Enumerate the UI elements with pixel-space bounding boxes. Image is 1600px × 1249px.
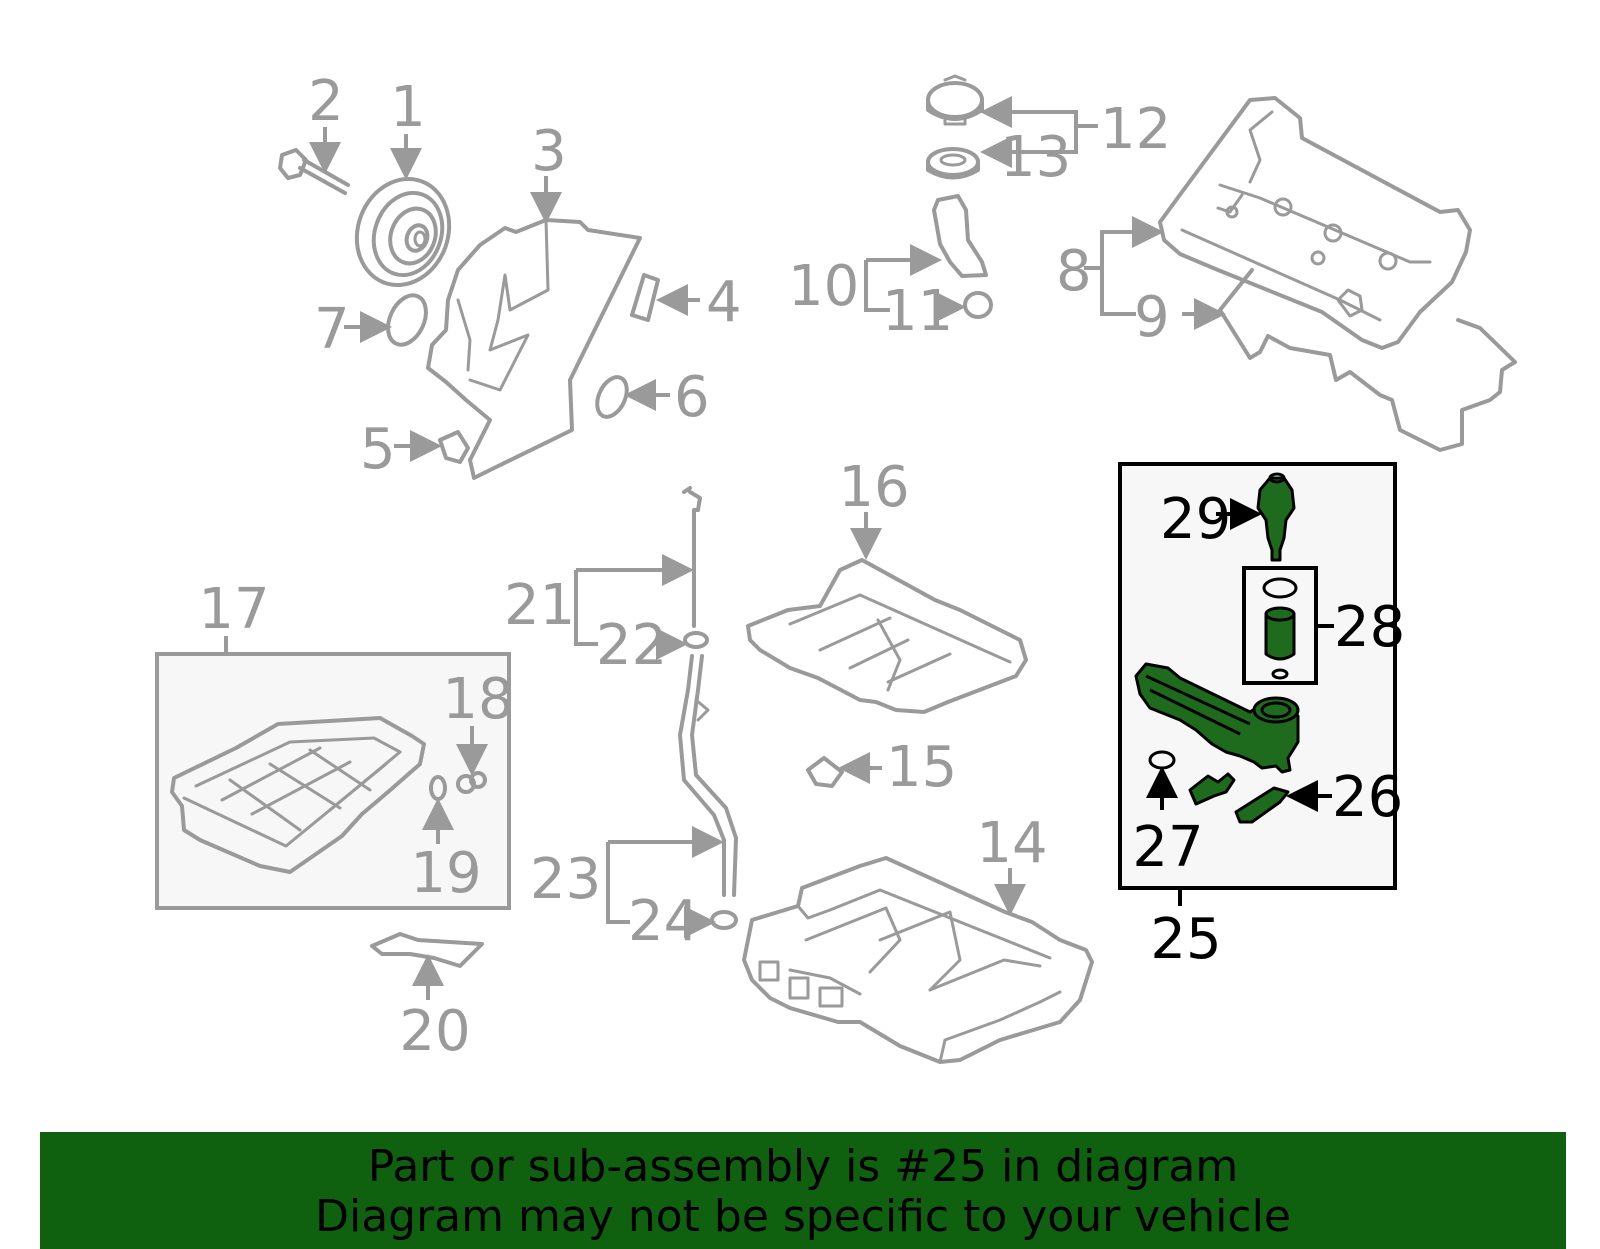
callout-11: 11: [882, 279, 953, 344]
cap-seal-part-13: [926, 147, 980, 180]
oil-filler-cap-part-12: [926, 74, 984, 126]
callout-2: 2: [308, 69, 344, 134]
valve-cover-gasket-part-9: [1218, 268, 1517, 452]
timing-cover-part-3: [426, 218, 642, 480]
callout-9: 9: [1134, 285, 1170, 350]
o-ring-part-24: [710, 910, 738, 930]
seal-part-5: [438, 430, 470, 464]
o-ring-part-6: [595, 375, 629, 419]
callout-29: 29: [1160, 487, 1231, 552]
pulley-part-1: [354, 176, 452, 288]
o-ring-part-22: [683, 631, 709, 649]
callout-5: 5: [360, 417, 396, 482]
callout-28: 28: [1334, 595, 1405, 660]
callout-3: 3: [531, 119, 567, 184]
bolt-part-2: [278, 148, 350, 195]
callout-22: 22: [596, 613, 667, 678]
o-ring-part-11: [963, 291, 993, 319]
callout-25: 25: [1150, 907, 1221, 972]
gasket-part-15: [806, 756, 844, 788]
callout-6: 6: [674, 365, 710, 430]
callout-21: 21: [504, 573, 575, 638]
leader-lines: [224, 96, 1334, 1000]
callout-labels: 1 2 3 4 5 6 7 8 9 10 11 12 13 14 15 16 1…: [198, 69, 1405, 1064]
o-ring-part-7: [386, 293, 428, 347]
callout-19: 19: [410, 841, 481, 906]
callout-20: 20: [399, 999, 470, 1064]
callout-1: 1: [390, 75, 426, 140]
callout-16: 16: [838, 455, 909, 520]
breather-part-10: [932, 194, 988, 278]
callout-14: 14: [976, 811, 1047, 876]
callout-4: 4: [706, 270, 742, 335]
oil-pan-part-14: [742, 856, 1094, 1064]
bracket-part-20: [370, 932, 484, 968]
callout-8: 8: [1056, 239, 1092, 304]
dipstick-part-21: [682, 486, 702, 628]
callout-15: 15: [886, 735, 957, 800]
callout-24: 24: [628, 889, 699, 954]
valve-cover-part-8: [1158, 96, 1472, 350]
callout-7: 7: [314, 297, 350, 362]
banner-line-1: Part or sub-assembly is #25 in diagram: [367, 1141, 1239, 1192]
lower-oil-pan-part-17: [170, 716, 426, 874]
callout-26: 26: [1332, 765, 1403, 830]
banner-line-2: Diagram may not be specific to your vehi…: [315, 1191, 1291, 1242]
callout-12: 12: [1100, 97, 1171, 162]
gasket-part-26[interactable]: [1234, 786, 1290, 824]
callout-27: 27: [1132, 815, 1203, 880]
part-17-box: [155, 652, 511, 910]
callout-13: 13: [1000, 125, 1071, 190]
callout-23: 23: [530, 847, 601, 912]
dipstick-tube-part-23: [678, 654, 738, 897]
filter-housing-part-25[interactable]: [1134, 662, 1300, 774]
callout-17: 17: [198, 577, 269, 642]
filter-element-part-28[interactable]: [1262, 577, 1298, 680]
gasket-part-4: [630, 273, 660, 322]
callout-18: 18: [442, 667, 513, 732]
callout-10: 10: [788, 254, 859, 319]
bolt-part-27: [1188, 772, 1236, 806]
baffle-plate-part-16: [746, 558, 1028, 714]
notice-banner: Part or sub-assembly is #25 in diagram D…: [40, 1132, 1566, 1249]
